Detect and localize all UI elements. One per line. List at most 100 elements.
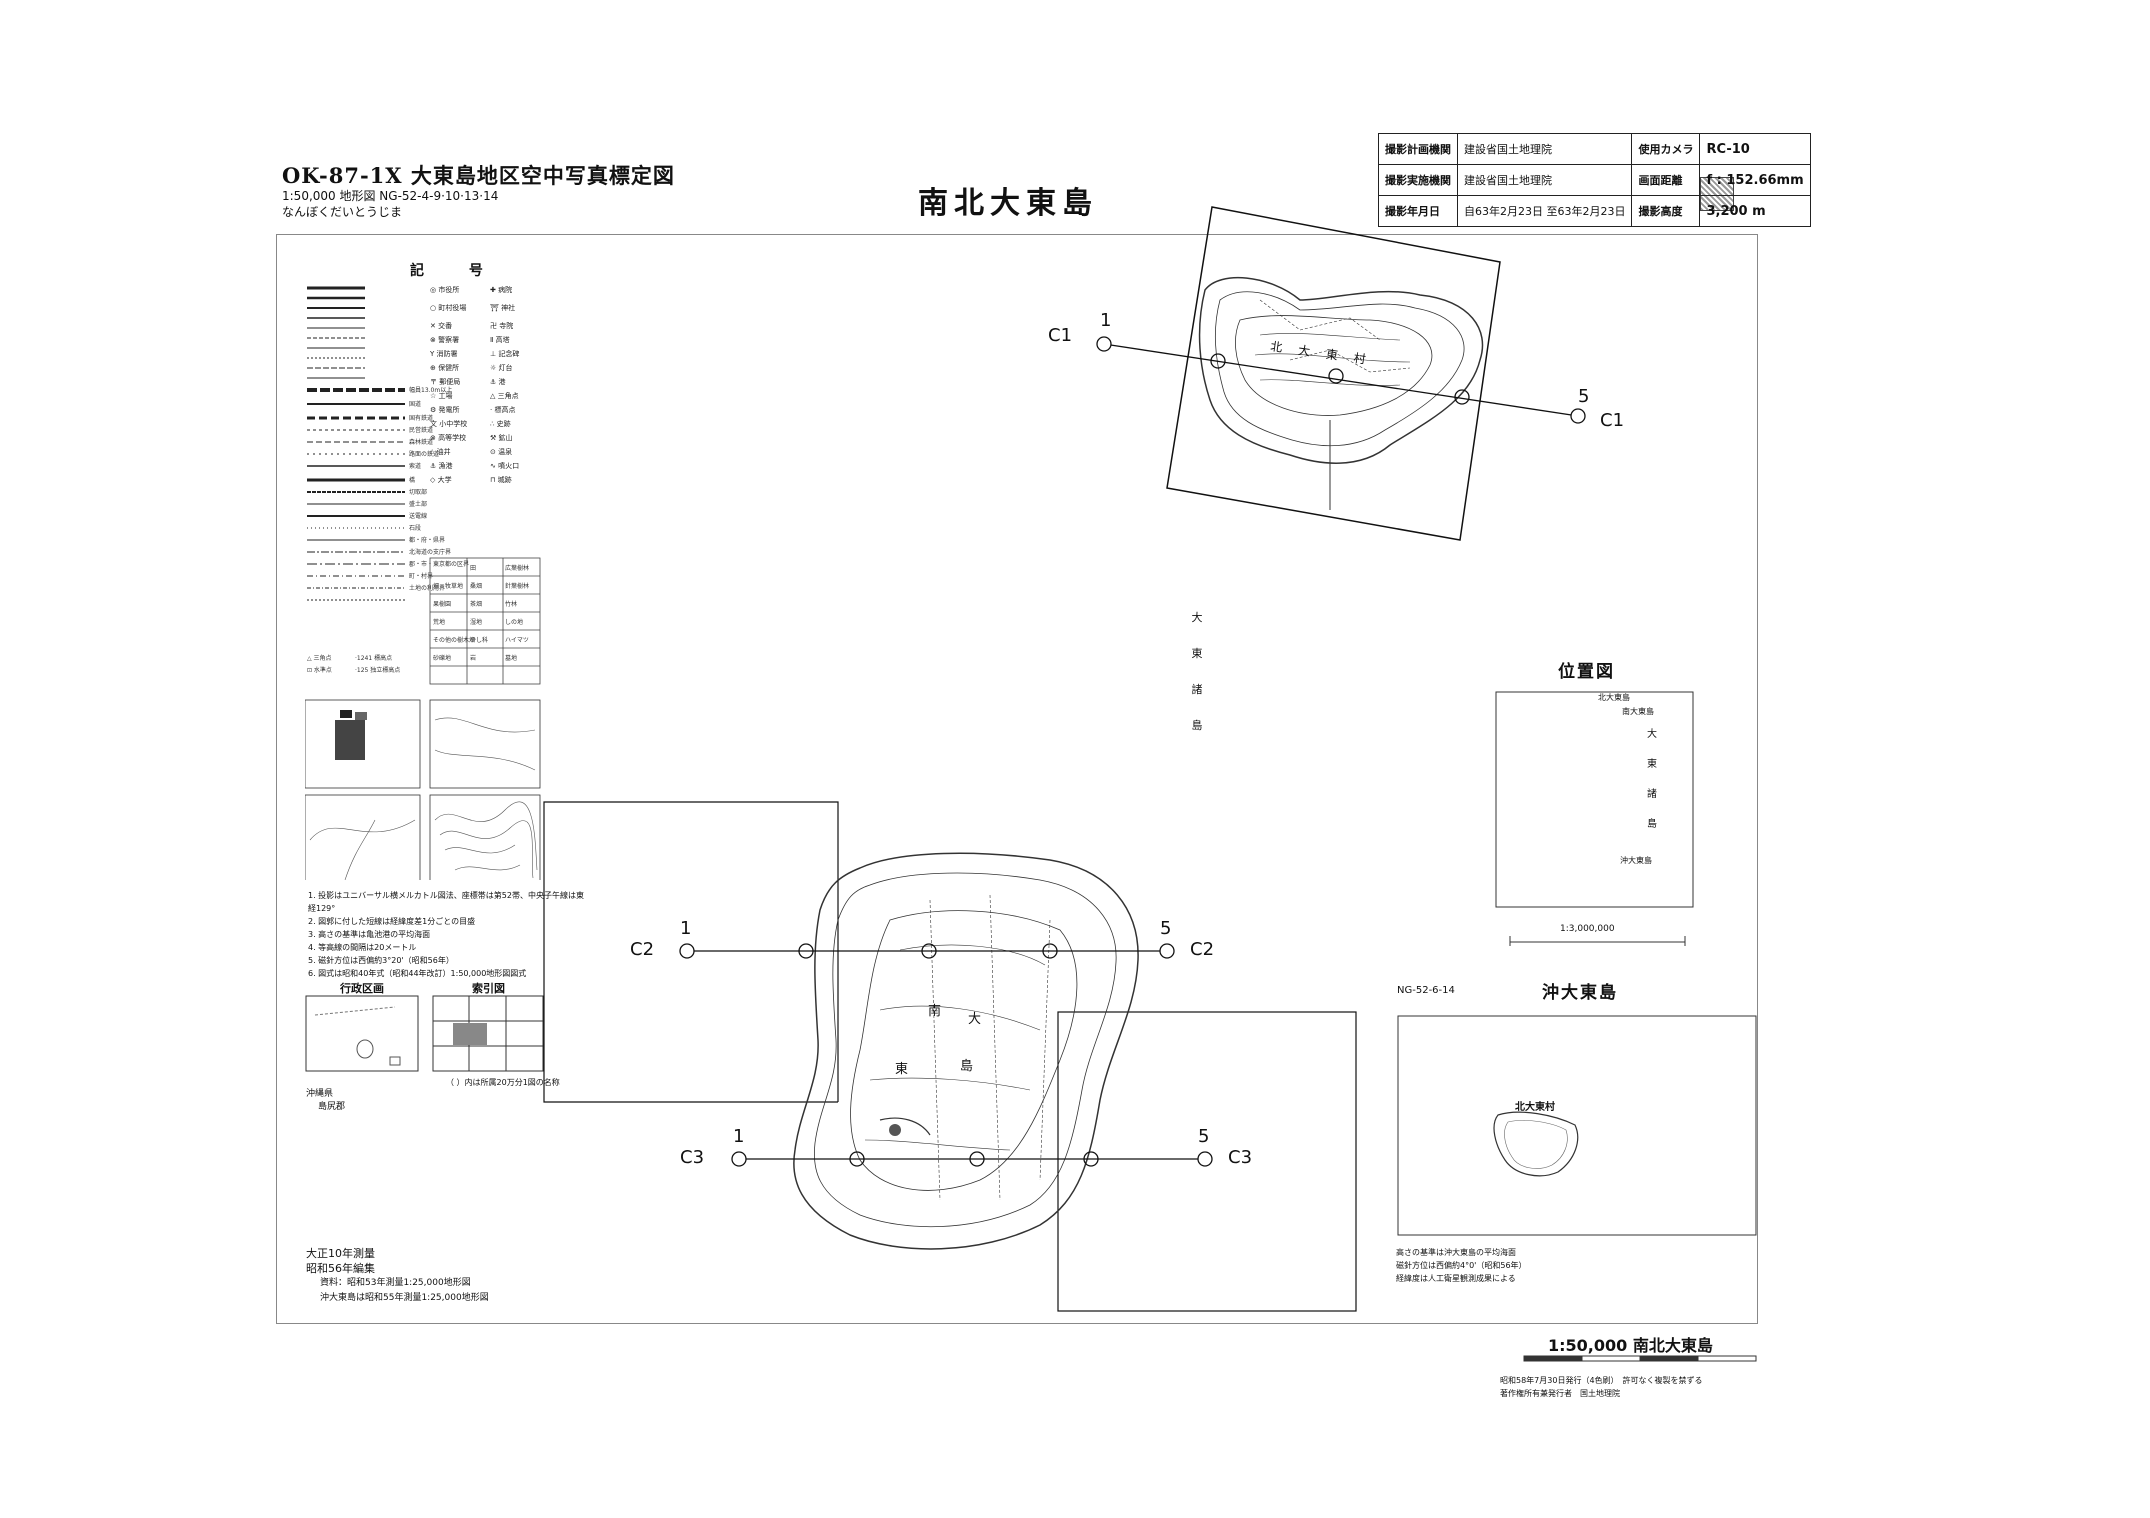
page-title: 南北大東島 <box>918 186 1098 221</box>
svg-text:⚓ 漁港: ⚓ 漁港 <box>430 461 453 470</box>
legend-symbols: 幅員13.0m以上 国道 国有鉄道 民営鉄道 森林鉄道 路面の鉄道 索道 橋 切… <box>305 285 541 880</box>
note-line: 6. 図式は昭和40年式（昭和44年改訂）1:50,000地形図図式 <box>308 969 527 978</box>
vertical-char: 東 <box>1191 647 1203 660</box>
info-cell: 撮影高度 <box>1631 195 1701 227</box>
svg-text:⊡ 水準点: ⊡ 水準点 <box>307 666 332 674</box>
svg-text:◇ 大学: ◇ 大学 <box>430 475 452 484</box>
svg-text:砂礫地: 砂礫地 <box>433 654 451 662</box>
svg-text:⊓ 城跡: ⊓ 城跡 <box>490 475 512 484</box>
oki-code: NG-52-6-14 <box>1397 985 1455 996</box>
svg-text:卍 寺院: 卍 寺院 <box>490 321 513 330</box>
vertical-char: 島 <box>1191 719 1203 732</box>
strip-c1-end: 5 <box>1578 386 1590 407</box>
svg-text:∿ 噴火口: ∿ 噴火口 <box>490 461 519 470</box>
svg-text:石段: 石段 <box>409 524 421 532</box>
oki-title: 沖大東島 <box>1542 983 1618 1003</box>
strip-c2-label-left: C2 <box>630 939 655 960</box>
svg-text:☆ 工場: ☆ 工場 <box>430 391 453 400</box>
svg-text:広葉樹林: 広葉樹林 <box>505 564 529 572</box>
svg-text:民営鉄道: 民営鉄道 <box>409 426 433 434</box>
note-line: 1. 投影はユニバーサル横メルカトル図法、座標帯は第52帯、中央子午線は東経12… <box>308 891 584 913</box>
svg-text:⊗ 警察署: ⊗ 警察署 <box>430 335 459 344</box>
map-scale-line: 1:50,000 地形図 NG-52-4-9·10·13·14 <box>282 189 499 203</box>
photo-frame-south-a <box>543 801 839 1103</box>
footer-line: 著作権所有兼発行者 国土地理院 <box>1500 1389 1620 1398</box>
photo-frame-south-b <box>1057 1011 1357 1312</box>
svg-text:町・村界: 町・村界 <box>409 572 433 580</box>
svg-text:·125 独立標高点: ·125 独立標高点 <box>355 666 400 674</box>
svg-text:✚ 病院: ✚ 病院 <box>490 285 512 294</box>
note-line: 2. 図郭に付した短線は経緯度差1分ごとの目盛 <box>308 917 476 926</box>
admin-index-panels <box>305 995 544 1072</box>
note-line: 3. 高さの基準は亀池港の平均海面 <box>308 930 431 939</box>
svg-text:橋: 橋 <box>409 476 415 484</box>
info-cell: 自63年2月23日 至63年2月23日 <box>1456 195 1633 227</box>
note-line: 4. 等高線の間隔は20メートル <box>308 943 417 952</box>
label-char: 村 <box>1352 350 1383 369</box>
info-cell: 撮影計画機関 <box>1378 133 1458 165</box>
location-map-frame <box>1495 691 1694 908</box>
svg-text:〒 郵便局: 〒 郵便局 <box>430 377 460 386</box>
svg-text:路面の鉄道: 路面の鉄道 <box>409 450 439 458</box>
svg-text:文 小中学校: 文 小中学校 <box>430 419 467 428</box>
info-cell: 撮影実施機関 <box>1378 164 1458 196</box>
svg-text:⊗ 高等学校: ⊗ 高等学校 <box>430 433 466 442</box>
vertical-char: 島 <box>1647 819 1657 830</box>
islands-vertical-label: 大 東 諸 島 <box>1190 600 1204 744</box>
south-island <box>793 852 1139 1250</box>
loc-label-north: 北大東島 <box>1598 693 1630 702</box>
photo-frame-north <box>1166 206 1501 541</box>
label-char: 北 <box>1269 339 1300 358</box>
info-row: 撮影計画機関 建設省国土地理院 使用カメラ RC-10 <box>1378 133 1811 165</box>
svg-text:⚒ 鉱山: ⚒ 鉱山 <box>490 433 513 442</box>
svg-text:果樹園: 果樹園 <box>433 600 451 608</box>
svg-text:△ 三角点: △ 三角点 <box>490 391 519 400</box>
survey-line: 資料：昭和53年測量1:25,000地形図 <box>320 1278 471 1288</box>
strip-c1-start: 1 <box>1100 310 1112 331</box>
south-island-label-1: 南 <box>928 1004 942 1019</box>
svg-text:森林鉄道: 森林鉄道 <box>409 438 433 446</box>
oki-village-label: 北大東村 <box>1515 1102 1555 1113</box>
info-cell: f : 152.66mm <box>1699 164 1811 196</box>
svg-text:△ 三角点: △ 三角点 <box>307 654 332 662</box>
svg-text:針葉樹林: 針葉樹林 <box>505 582 529 590</box>
strip-c3-start: 1 <box>733 1126 745 1147</box>
vertical-char: 東 <box>1647 759 1657 770</box>
svg-text:⊕ 保健所: ⊕ 保健所 <box>430 363 459 372</box>
vertical-char: 大 <box>1647 729 1657 740</box>
strip-c2 <box>679 943 1175 959</box>
svg-text:田: 田 <box>470 565 476 572</box>
strip-c1 <box>1096 336 1586 424</box>
survey-line: 沖大東島は昭和55年測量1:25,000地形図 <box>320 1293 489 1303</box>
admin-district: 島尻郡 <box>318 1102 346 1112</box>
oki-notes: 高さの基準は沖大東島の平均海面 磁針方位は西偏約4°0'（昭和56年） 経緯度は… <box>1396 1246 1527 1285</box>
svg-text:· 標高点: · 標高点 <box>490 405 515 414</box>
admin-panel-label: 行政区画 <box>340 982 384 995</box>
svg-text:○ 町村役場: ○ 町村役場 <box>430 303 466 312</box>
svg-text:やし科: やし科 <box>470 636 488 644</box>
svg-text:✕ 交番: ✕ 交番 <box>430 321 452 330</box>
svg-text:索道: 索道 <box>409 462 421 470</box>
photo-info-table: 撮影計画機関 建設省国土地理院 使用カメラ RC-10 撮影実施機関 建設省国土… <box>1378 133 1811 227</box>
vertical-char: 諸 <box>1647 789 1657 800</box>
location-map-scale: 1:3,000,000 <box>1560 924 1615 934</box>
survey-line: 昭和56年編集 <box>306 1262 375 1275</box>
svg-text:Ⅱ 高塔: Ⅱ 高塔 <box>490 335 510 344</box>
svg-text:竹林: 竹林 <box>505 600 517 608</box>
loc-label-oki: 沖大東島 <box>1620 856 1652 865</box>
strip-c3 <box>731 1151 1213 1167</box>
survey-line: 大正10年測量 <box>306 1247 375 1260</box>
svg-text:都・府・県界: 都・府・県界 <box>409 536 445 544</box>
map-kana: なんぼくだいとうじま <box>282 205 403 219</box>
svg-text:⊥ 記念碑: ⊥ 記念碑 <box>490 349 519 358</box>
svg-text:·1241 標高点: ·1241 標高点 <box>355 654 392 662</box>
strip-c3-label-left: C3 <box>680 1147 705 1168</box>
south-island-label-3: 東 <box>895 1062 909 1077</box>
svg-text:桑畑: 桑畑 <box>470 582 482 590</box>
svg-text:しの地: しの地 <box>505 618 523 626</box>
legend-notes: 1. 投影はユニバーサル横メルカトル図法、座標帯は第52帯、中央子午線は東経12… <box>308 889 588 980</box>
label-char: 東 <box>1324 347 1355 365</box>
strip-c2-end: 5 <box>1160 918 1172 939</box>
oki-island <box>1493 1111 1579 1177</box>
